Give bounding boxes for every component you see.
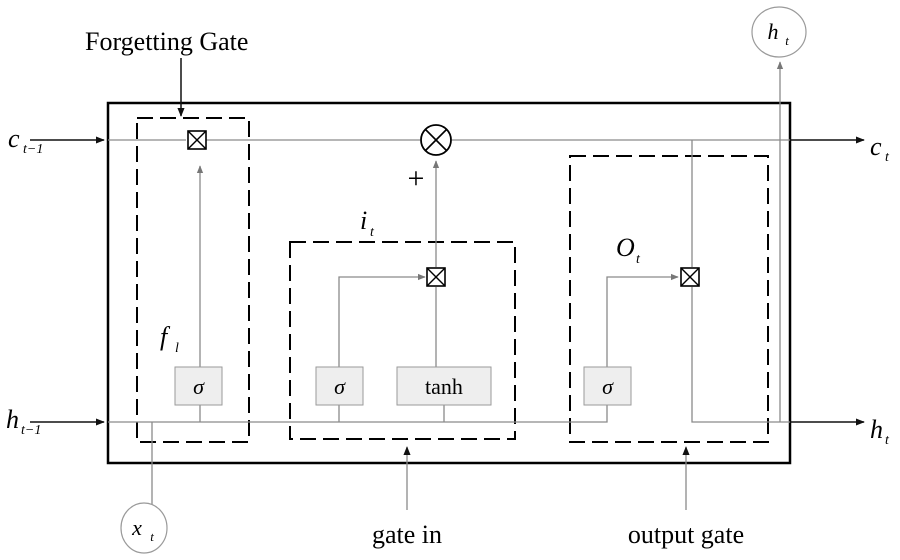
forget-multiply-icon [187, 130, 207, 150]
input-multiply-icon [426, 267, 446, 287]
output-sigma-to-multiply [606, 273, 679, 367]
c-prev-symbol: c [8, 124, 20, 153]
c-next-symbol: c [870, 132, 882, 161]
forget-gate-region [136, 117, 250, 443]
ht-top-node [751, 6, 807, 58]
o-gate-subscript: t [636, 252, 641, 267]
tanh-label: tanh [425, 374, 463, 399]
o-gate-symbol: O [616, 233, 635, 262]
sigma-input-label: σ [334, 374, 346, 399]
f-gate-subscript: l [175, 341, 179, 356]
plus-sign: + [408, 162, 425, 195]
sigma-forget-label: σ [193, 374, 205, 399]
forgetting-gate-caption: Forgetting Gate [85, 27, 248, 56]
ht-top-symbol: h [768, 19, 779, 44]
c-prev-subscript: t−1 [23, 142, 43, 157]
hidden-state-bus [108, 402, 608, 423]
input-sigma-to-multiply [338, 273, 426, 367]
f-gate-symbol: f [160, 322, 171, 351]
sigma-output-label: σ [602, 374, 614, 399]
h-prev-subscript: t−1 [21, 423, 41, 438]
xt-node [120, 502, 168, 554]
sigma-input-block [315, 366, 364, 406]
input-gate-region [289, 241, 516, 440]
sigma-forget-block [174, 366, 223, 406]
lstm-cell-frame [106, 101, 792, 465]
tanh-block [396, 366, 492, 406]
h-prev-symbol: h [6, 405, 19, 434]
xt-symbol: x [131, 515, 142, 540]
c-next-subscript: t [885, 150, 890, 165]
cell-update-circle-icon [420, 124, 452, 156]
i-gate-symbol: i [360, 206, 367, 235]
gate-in-caption: gate in [372, 520, 442, 549]
output-product-line [691, 287, 790, 423]
output-gate-caption: output gate [628, 520, 744, 549]
i-gate-subscript: t [370, 225, 375, 240]
xt-subscript: t [150, 529, 154, 544]
h-next-subscript: t [885, 433, 890, 448]
sigma-output-block [583, 366, 632, 406]
output-gate-region [569, 155, 769, 443]
output-multiply-icon [680, 267, 700, 287]
ht-top-subscript: t [785, 33, 789, 48]
h-next-symbol: h [870, 415, 883, 444]
